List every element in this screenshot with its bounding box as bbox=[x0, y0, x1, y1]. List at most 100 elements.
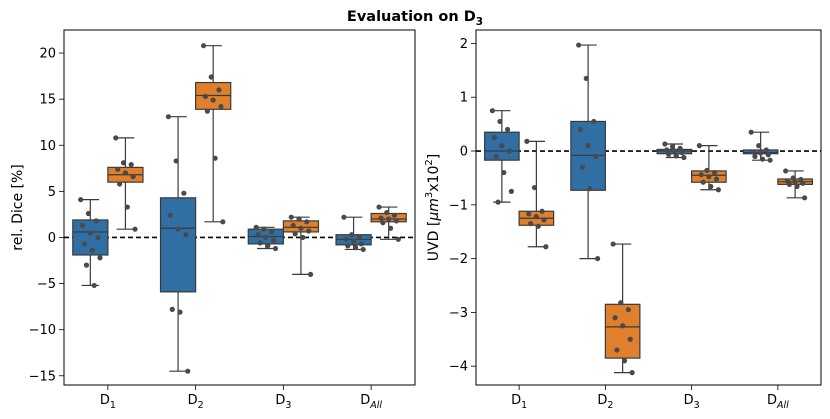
data-point bbox=[93, 218, 99, 224]
data-point bbox=[541, 217, 547, 223]
data-point bbox=[218, 103, 224, 110]
data-point bbox=[80, 222, 86, 229]
data-point bbox=[758, 150, 764, 156]
data-point bbox=[612, 315, 618, 321]
data-point bbox=[802, 195, 808, 201]
y-tick-label: 2 bbox=[460, 37, 468, 52]
data-point bbox=[489, 108, 495, 114]
data-point bbox=[627, 336, 633, 342]
data-point bbox=[81, 241, 88, 247]
data-point bbox=[526, 211, 532, 217]
x-tick-label: D2 bbox=[188, 393, 204, 411]
data-point bbox=[792, 179, 798, 185]
data-point bbox=[708, 183, 714, 190]
data-point bbox=[185, 368, 191, 374]
data-point bbox=[800, 180, 806, 186]
box-body bbox=[484, 131, 520, 161]
data-point bbox=[360, 246, 366, 253]
data-point bbox=[272, 245, 279, 252]
y-tick-label: 0 bbox=[48, 231, 56, 246]
box-blue-0 bbox=[72, 197, 109, 289]
data-point bbox=[533, 214, 539, 220]
data-point bbox=[378, 215, 384, 221]
x-tick-label: DAll bbox=[360, 393, 382, 411]
data-point bbox=[493, 153, 499, 160]
data-point bbox=[89, 247, 95, 253]
data-point bbox=[78, 197, 84, 203]
data-point bbox=[508, 188, 514, 194]
data-point bbox=[759, 156, 766, 162]
y-axis-label: UVD [μm3x102] bbox=[424, 154, 442, 261]
data-point bbox=[204, 108, 210, 114]
data-point bbox=[356, 233, 362, 240]
y-tick-label: −2 bbox=[449, 252, 468, 267]
data-point bbox=[621, 358, 628, 364]
data-point bbox=[666, 151, 672, 157]
data-point bbox=[763, 147, 769, 153]
y-tick-label: 0 bbox=[460, 145, 468, 160]
y-axis-label: rel. Dice [%] bbox=[10, 164, 26, 251]
data-point bbox=[113, 135, 119, 141]
data-point bbox=[713, 176, 720, 182]
data-point bbox=[618, 300, 624, 306]
data-point bbox=[292, 231, 298, 237]
data-point bbox=[752, 153, 758, 160]
data-point bbox=[208, 74, 214, 80]
data-point bbox=[386, 216, 392, 222]
box-orange-0 bbox=[107, 135, 144, 232]
data-point bbox=[698, 172, 704, 178]
y-tick-label: 20 bbox=[39, 47, 56, 62]
data-point bbox=[786, 181, 793, 187]
data-point bbox=[711, 169, 718, 176]
data-point bbox=[304, 219, 310, 225]
data-point bbox=[212, 155, 218, 161]
data-point bbox=[696, 143, 702, 149]
data-point bbox=[202, 93, 209, 99]
data-point bbox=[300, 234, 306, 241]
data-point bbox=[765, 152, 771, 158]
data-point bbox=[183, 232, 189, 238]
data-point bbox=[384, 209, 390, 216]
data-point bbox=[587, 186, 593, 192]
y-tick-label: −10 bbox=[29, 323, 56, 338]
plot-frame bbox=[63, 29, 416, 386]
data-point bbox=[497, 118, 503, 125]
box-blue-0 bbox=[484, 108, 520, 205]
data-point bbox=[535, 223, 541, 229]
data-point bbox=[349, 232, 355, 238]
data-point bbox=[610, 241, 616, 247]
data-point bbox=[677, 145, 683, 151]
data-point bbox=[783, 168, 789, 174]
data-point bbox=[263, 234, 269, 241]
y-tick-label: −1 bbox=[449, 198, 468, 213]
y-tick-label: 10 bbox=[39, 139, 56, 154]
data-point bbox=[593, 153, 599, 160]
data-point bbox=[341, 214, 347, 220]
data-point bbox=[506, 148, 513, 154]
data-point bbox=[395, 236, 401, 242]
data-point bbox=[269, 229, 275, 235]
data-point bbox=[620, 323, 626, 329]
y-tick-label: −5 bbox=[37, 277, 56, 292]
box-orange-3 bbox=[370, 204, 407, 242]
data-point bbox=[120, 160, 127, 166]
box-orange-3 bbox=[777, 168, 813, 201]
figure-title: Evaluation on D3 bbox=[347, 9, 483, 28]
data-point bbox=[128, 162, 134, 168]
data-point bbox=[577, 126, 584, 133]
data-point bbox=[124, 204, 130, 210]
data-point bbox=[181, 190, 187, 196]
data-point bbox=[681, 154, 687, 161]
box-orange-1 bbox=[604, 241, 641, 376]
data-point bbox=[679, 150, 685, 156]
data-point bbox=[115, 166, 121, 172]
data-point bbox=[756, 143, 762, 149]
data-point bbox=[794, 183, 800, 190]
y-tick-label: 5 bbox=[48, 185, 56, 200]
data-point bbox=[261, 226, 267, 232]
data-point bbox=[352, 245, 359, 251]
data-point bbox=[504, 126, 511, 133]
